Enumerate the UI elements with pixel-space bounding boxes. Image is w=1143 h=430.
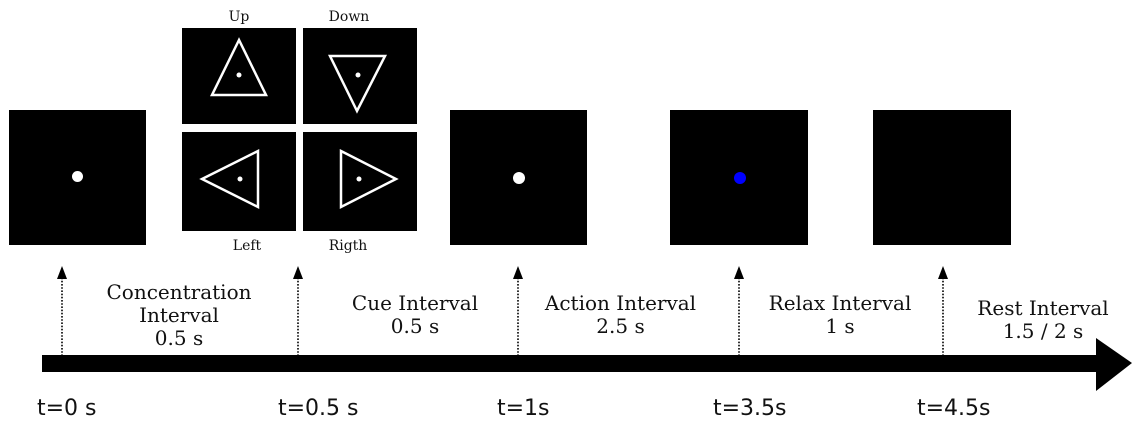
time-label-3: t=3.5s [713,396,787,421]
time-label-4: t=4.5s [917,396,991,421]
left-triangle-icon [199,148,260,210]
interval-duration: 2.5 s [596,314,645,338]
cue-label-left: Left [232,238,262,254]
up-center-dot [236,72,242,78]
arrowhead-3 [734,266,744,279]
interval-action: Action Interval 2.5 s [533,292,708,338]
interval-title: Relax Interval [768,291,912,315]
interval-duration: 0.5 s [390,314,440,338]
cue-label-right: Rigth [328,238,368,254]
fixation-dot [72,171,83,182]
concentration-screen [9,110,146,245]
cue-right-panel [303,132,417,231]
up-triangle-icon [209,37,269,97]
interval-concentration: Concentration Interval 0.5 s [99,281,259,350]
interval-duration: 1.5 / 2 s [1002,319,1084,343]
action-screen [670,110,808,245]
down-triangle-icon [327,54,388,114]
time-label-2: t=1s [497,396,550,421]
cue-label-up: Up [228,9,250,25]
cue-left-panel [182,132,296,231]
timeline-bar [42,355,1104,372]
time-label-0: t=0 s [37,396,97,421]
interval-title: Rest Interval [977,296,1109,320]
cue-label-down: Down [328,9,370,25]
interval-cue: Cue Interval 0.5 s [340,292,490,338]
left-center-dot [237,176,243,182]
arrowhead-4 [938,266,948,279]
time-label-1: t=0.5 s [278,396,359,421]
arrowhead-2 [513,266,523,279]
timeline-arrowhead [1096,338,1132,391]
interval-duration: 1 s [825,314,855,338]
action-dot [734,172,746,184]
down-center-dot [355,72,361,78]
interval-title: Cue Interval [351,291,479,315]
right-triangle-icon [339,148,399,210]
cue-grid [180,28,417,231]
arrowhead-1 [293,266,303,279]
interval-title: Interval [139,303,219,327]
arrowhead-0 [57,266,67,279]
cue-end-screen [450,110,587,245]
fixation-dot [513,172,525,184]
interval-relax: Relax Interval 1 s [760,292,920,338]
rest-screen [873,110,1011,245]
interval-title: Action Interval [544,291,697,315]
interval-duration: 0.5 s [154,326,204,350]
right-center-dot [356,176,362,182]
interval-rest: Rest Interval 1.5 / 2 s [968,297,1118,343]
interval-title: Concentration [106,280,252,304]
